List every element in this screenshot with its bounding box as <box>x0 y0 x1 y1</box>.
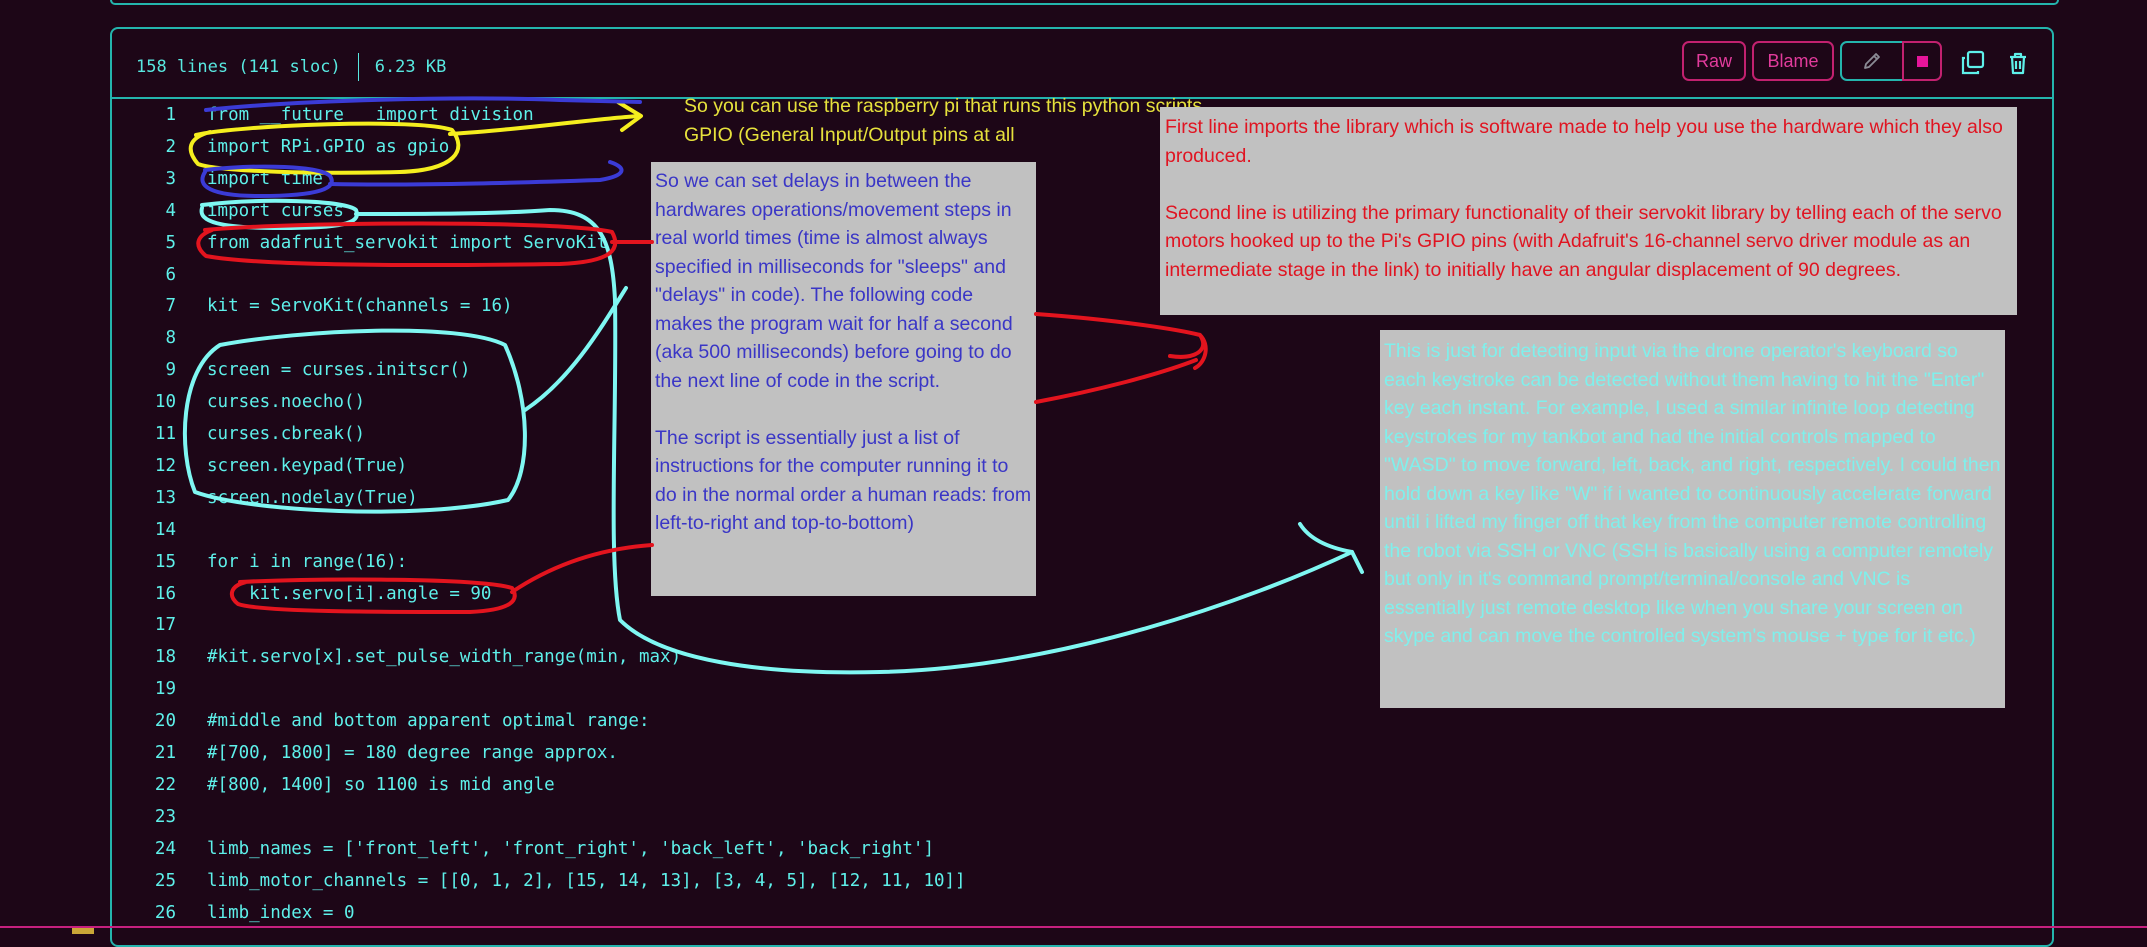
code-text: #[800, 1400] so 1100 is mid angle <box>207 774 555 795</box>
line-number[interactable]: 13 <box>154 487 176 508</box>
code-text: screen = curses.initscr() <box>207 360 471 381</box>
line-number[interactable]: 16 <box>154 583 176 604</box>
code-text: limb_index = 0 <box>207 902 355 923</box>
line-number[interactable]: 24 <box>154 838 176 859</box>
code-text: curses.cbreak() <box>207 424 366 444</box>
code-line: 25 limb_motor_channels = [[0, 1, 2], [15,… <box>112 865 2052 897</box>
line-number[interactable]: 7 <box>165 296 176 317</box>
info-divider <box>357 53 359 81</box>
code-text: import RPi.GPIO as gpio <box>207 136 450 157</box>
line-number[interactable]: 1 <box>165 105 176 125</box>
code-line: 24 limb_names = ['front_left', 'front_rig… <box>112 833 2052 865</box>
trash-icon[interactable] <box>2004 49 2032 77</box>
red-annotation-paragraph-1: First line imports the library which is … <box>1165 116 2003 167</box>
line-number[interactable]: 11 <box>154 424 176 444</box>
red-annotation-paragraph-2: Second line is utilizing the primary fun… <box>1165 201 2002 281</box>
status-chip <box>72 928 94 934</box>
line-number[interactable]: 25 <box>154 870 176 891</box>
code-text: from __future__ import division <box>207 105 534 125</box>
code-text: screen.nodelay(True) <box>207 487 418 508</box>
line-number[interactable]: 23 <box>154 806 176 827</box>
code-line: 8 <box>112 322 2052 354</box>
code-text: kit.servo[i].angle = 90 <box>207 583 492 604</box>
code-text: import time <box>207 168 323 189</box>
code-line: 21 #[700, 1800] = 180 degree range approx… <box>112 737 2052 769</box>
code-line: 6 <box>112 259 2052 291</box>
line-number[interactable]: 18 <box>154 647 176 668</box>
code-text: #middle and bottom apparent optimal rang… <box>207 711 650 732</box>
line-number[interactable]: 20 <box>154 711 176 732</box>
line-number[interactable]: 14 <box>154 519 176 540</box>
line-number[interactable]: 22 <box>154 774 176 795</box>
line-number[interactable]: 12 <box>154 455 176 476</box>
code-line: 17 <box>112 609 2052 641</box>
code-text: curses.noecho() <box>207 392 366 413</box>
line-number[interactable]: 6 <box>165 264 176 285</box>
page-bottom-border <box>0 926 2147 928</box>
line-number[interactable]: 5 <box>165 232 176 253</box>
code-text: for i in range(16): <box>207 551 408 572</box>
line-number[interactable]: 26 <box>154 902 176 923</box>
cyan-annotation: This is just for detecting input via the… <box>1380 330 2005 708</box>
blue-annotation-paragraph-1: So we can set delays in between the hard… <box>655 170 1013 392</box>
code-line: 22 #[800, 1400] so 1100 is mid angle <box>112 769 2052 801</box>
line-number[interactable]: 10 <box>154 392 176 413</box>
previous-panel-edge <box>110 0 2059 5</box>
file-size: 6.23 KB <box>374 57 447 77</box>
file-info: 158 lines (141 sloc) 6.23 KB <box>136 53 446 81</box>
code-line: 14 <box>112 514 2052 546</box>
code-text: #[700, 1800] = 180 degree range approx. <box>207 743 618 763</box>
code-text: screen.keypad(True) <box>207 455 408 476</box>
file-header: 158 lines (141 sloc) 6.23 KB Raw Blame <box>112 29 2052 99</box>
code-text: kit = ServoKit(channels = 16) <box>207 296 513 317</box>
code-line: 20 #middle and bottom apparent optimal ra… <box>112 705 2052 737</box>
line-number[interactable]: 15 <box>154 551 176 572</box>
raw-button[interactable]: Raw <box>1682 41 1746 81</box>
pencil-icon <box>1864 53 1880 69</box>
line-number[interactable]: 3 <box>165 168 176 189</box>
line-number[interactable]: 2 <box>165 136 176 157</box>
code-text: import curses <box>207 200 344 221</box>
line-number[interactable]: 17 <box>154 615 176 636</box>
code-line: 19 <box>112 673 2052 705</box>
code-text: limb_names = ['front_left', 'front_right… <box>207 838 934 859</box>
edit-dropdown-button[interactable] <box>1902 41 1942 81</box>
line-number[interactable]: 4 <box>165 200 176 221</box>
code-line: 26 limb_index = 0 <box>112 897 2052 929</box>
line-count: 158 lines (141 sloc) <box>136 57 341 77</box>
red-annotation: First line imports the library which is … <box>1160 107 2017 315</box>
blue-annotation-paragraph-2: The script is essentially just a list of… <box>655 426 1032 535</box>
code-line: 23 <box>112 801 2052 833</box>
blue-annotation: So we can set delays in between the hard… <box>651 162 1036 596</box>
line-number[interactable]: 9 <box>165 360 176 381</box>
blame-button[interactable]: Blame <box>1752 41 1834 81</box>
line-number[interactable]: 8 <box>165 328 176 349</box>
code-text: #kit.servo[x].set_pulse_width_range(min,… <box>207 647 682 668</box>
chevron-square-icon <box>1916 55 1928 67</box>
line-number[interactable]: 19 <box>154 679 176 700</box>
code-text: limb_motor_channels = [[0, 1, 2], [15, 1… <box>207 870 966 891</box>
line-number[interactable]: 21 <box>154 743 176 763</box>
edit-button[interactable] <box>1840 41 1904 81</box>
copy-icon[interactable] <box>1959 49 1987 77</box>
code-text: from adafruit_servokit import ServoKit <box>207 232 608 253</box>
yellow-annotation: So you can use the raspberry pi that run… <box>684 95 1203 146</box>
